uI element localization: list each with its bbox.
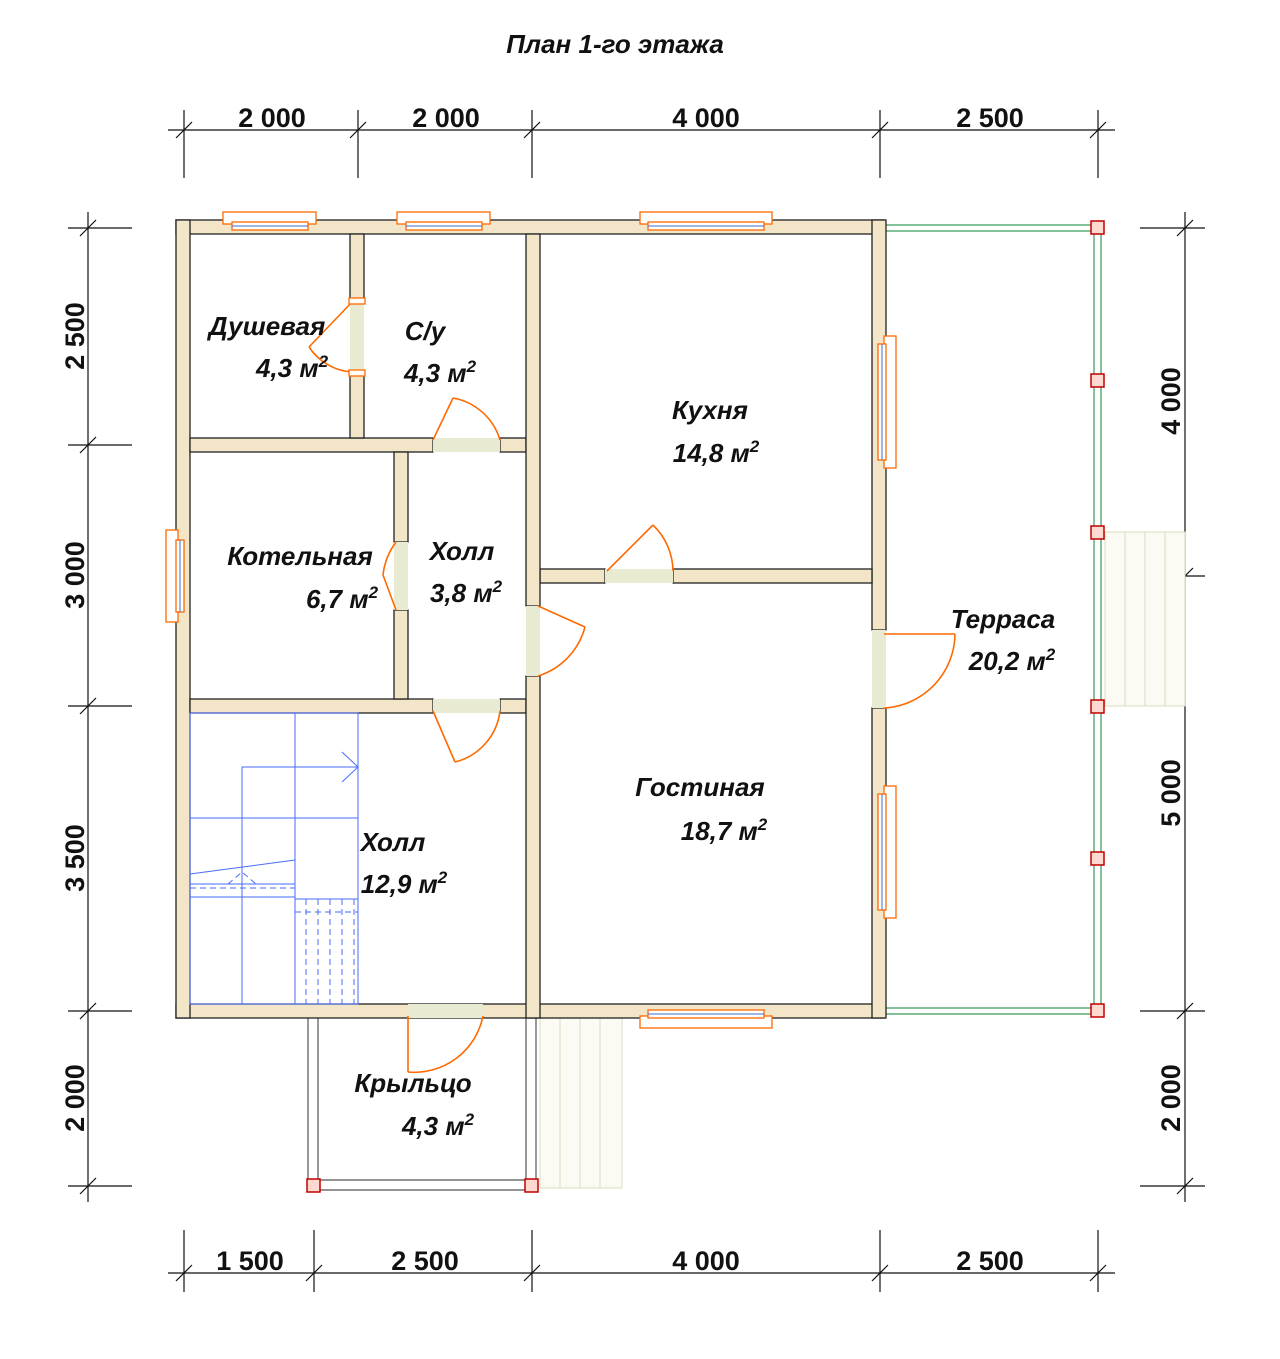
plan-title: План 1-го этажа <box>506 29 724 59</box>
room-area-living: 18,7 м2 <box>681 815 768 846</box>
room-area-hall-small: 3,8 м2 <box>430 577 503 608</box>
windows <box>165 211 897 1029</box>
doors <box>308 297 956 1074</box>
dim-right-3: 2 000 <box>1156 1064 1186 1132</box>
dim-top-4: 2 500 <box>956 103 1024 133</box>
room-name-hall-small: Холл <box>428 536 495 566</box>
room-area-boiler: 6,7 м2 <box>306 583 379 614</box>
terrace-post <box>1090 373 1105 388</box>
room-name-living: Гостиная <box>635 772 764 802</box>
dim-top-1: 2 000 <box>238 103 306 133</box>
dim-right-1: 4 000 <box>1156 367 1186 435</box>
terrace-post <box>1090 699 1105 714</box>
room-area-wc: 4,3 м2 <box>403 357 477 388</box>
room-name-porch: Крыльцо <box>354 1068 471 1098</box>
dim-bottom-3: 4 000 <box>672 1246 740 1276</box>
dim-bottom-1: 1 500 <box>216 1246 284 1276</box>
porch-post <box>306 1178 321 1193</box>
dim-left-1: 2 500 <box>60 302 90 370</box>
dim-left-3: 3 500 <box>60 824 90 892</box>
dim-right-2: 5 000 <box>1156 759 1186 827</box>
dim-bottom-2: 2 500 <box>391 1246 459 1276</box>
dimension-labels: 2 000 2 000 4 000 2 500 1 500 2 500 4 00… <box>60 103 1186 1276</box>
terrace <box>884 220 1186 1018</box>
dimension-lines <box>68 110 1205 1292</box>
dim-top-3: 4 000 <box>672 103 740 133</box>
room-name-shower: Душевая <box>207 311 326 341</box>
room-area-kitchen: 14,8 м2 <box>673 437 760 468</box>
terrace-post <box>1090 1003 1105 1018</box>
room-name-kitchen: Кухня <box>672 395 748 425</box>
porch <box>306 1017 623 1193</box>
room-name-terrace: Терраса <box>951 604 1056 634</box>
room-area-shower: 4,3 м2 <box>255 352 329 383</box>
room-area-terrace: 20,2 м2 <box>968 645 1056 676</box>
dim-bottom-4: 2 500 <box>956 1246 1024 1276</box>
dim-top-2: 2 000 <box>412 103 480 133</box>
porch-post <box>524 1178 539 1193</box>
room-name-hall-large: Холл <box>359 827 426 857</box>
terrace-post <box>1090 851 1105 866</box>
stairs <box>189 712 359 1005</box>
room-name-wc: С/у <box>405 316 447 346</box>
terrace-post <box>1090 220 1105 235</box>
room-area-porch: 4,3 м2 <box>401 1110 475 1141</box>
room-labels: Душевая 4,3 м2 С/у 4,3 м2 Кухня 14,8 м2 … <box>207 311 1056 1141</box>
terrace-post <box>1090 525 1105 540</box>
dim-left-2: 3 000 <box>60 541 90 609</box>
room-area-hall-large: 12,9 м2 <box>361 868 448 899</box>
dim-left-4: 2 000 <box>60 1064 90 1132</box>
room-name-boiler: Котельная <box>227 541 373 571</box>
